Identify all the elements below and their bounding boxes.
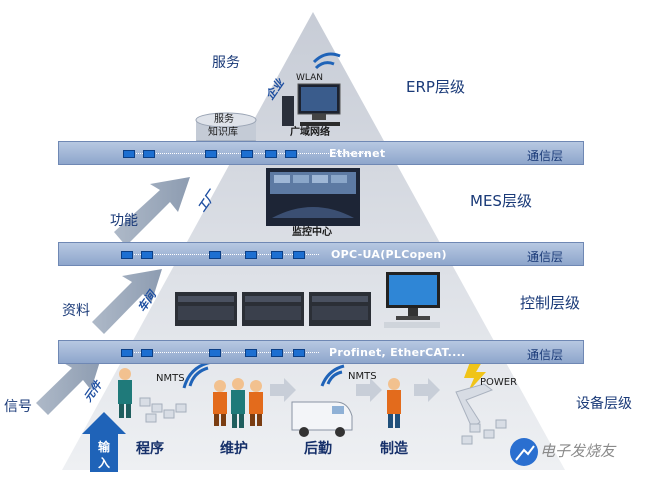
worker-group-icon [213, 378, 263, 428]
communication-layer-label: 通信层 [526, 250, 563, 264]
network-node-icon [141, 251, 153, 259]
plc-controller-icon [175, 292, 237, 326]
flow-arrow-icon [414, 378, 440, 402]
input-box: 输 入 [90, 432, 118, 472]
network-node-icon [293, 251, 305, 259]
network-line [129, 254, 319, 256]
device-level-label: 设备层级 [576, 396, 632, 412]
plc-controller-icon [242, 292, 304, 326]
network-node-icon [293, 349, 305, 357]
input-label-2: 入 [97, 456, 110, 470]
knowledge-base-label-1: 服务 [214, 114, 234, 125]
communication-layer-label: 通信层 [526, 149, 563, 163]
wifi-icon [312, 52, 341, 70]
flow-arrow-icon [270, 378, 296, 402]
watermark-logo [510, 438, 538, 466]
nmts-label-right: NMTS [348, 371, 377, 382]
network-node-icon [205, 150, 217, 158]
up-arrow-icon [36, 355, 102, 415]
network-node-icon [143, 150, 155, 158]
monitor-icon [384, 272, 440, 328]
network-node-icon [123, 150, 135, 158]
function-label: 功能 [110, 213, 138, 229]
wan-label: 广域网络 [290, 127, 330, 138]
communication-bar-opcua: OPC-UA(PLCopen) 通信层 [58, 242, 584, 266]
manufacture-label: 制造 [380, 441, 408, 457]
program-label: 程序 [136, 441, 164, 457]
network-node-icon [245, 251, 257, 259]
network-line [129, 352, 319, 354]
communication-layer-label: 通信层 [526, 348, 563, 362]
wifi-icon [320, 364, 345, 387]
data-label: 资料 [62, 303, 90, 319]
service-label: 服务 [212, 55, 240, 71]
logistics-label: 后勤 [304, 441, 332, 457]
block-icon [139, 397, 507, 445]
power-label: POWER [480, 377, 518, 388]
worker-icon [118, 368, 132, 418]
up-arrow-icon [92, 269, 162, 334]
network-node-icon [271, 349, 283, 357]
erp-level-label: ERP层级 [406, 78, 465, 96]
flow-arrow-icon [356, 378, 382, 402]
network-node-icon [271, 251, 283, 259]
protocol-label: Profinet, EtherCAT.... [329, 346, 466, 359]
signal-label: 信号 [4, 399, 32, 415]
protocol-label: OPC-UA(PLCopen) [331, 248, 447, 261]
worker-icon [387, 378, 401, 428]
control-level-label: 控制层级 [520, 294, 581, 312]
van-icon [291, 401, 353, 437]
wlan-label: WLAN [296, 73, 324, 83]
network-node-icon [141, 349, 153, 357]
lightning-icon [464, 362, 486, 392]
mes-level-label: MES层级 [470, 192, 532, 210]
plc-controller-icon [309, 292, 371, 326]
network-node-icon [121, 251, 133, 259]
input-label-1: 输 [97, 440, 110, 454]
monitoring-center-image [266, 168, 360, 226]
nmts-label-left: NMTS [156, 373, 185, 384]
network-node-icon [121, 349, 133, 357]
computer-icon [282, 83, 341, 126]
monitoring-center-label: 监控中心 [292, 227, 332, 238]
network-node-icon [265, 150, 277, 158]
network-node-icon [285, 150, 297, 158]
communication-bar-ethernet: Ethernet 通信层 [58, 141, 584, 165]
watermark-text: 电子发烧友 [540, 442, 616, 460]
network-node-icon [209, 251, 221, 259]
communication-bar-fieldbus: Profinet, EtherCAT.... 通信层 [58, 340, 584, 364]
protocol-label: Ethernet [329, 147, 386, 160]
maintain-label: 维护 [220, 441, 248, 457]
input-arrow-icon [82, 412, 126, 434]
knowledge-base-label-2: 知识库 [208, 127, 238, 138]
network-node-icon [245, 349, 257, 357]
up-arrow-icon [114, 177, 190, 246]
network-node-icon [209, 349, 221, 357]
network-node-icon [241, 150, 253, 158]
